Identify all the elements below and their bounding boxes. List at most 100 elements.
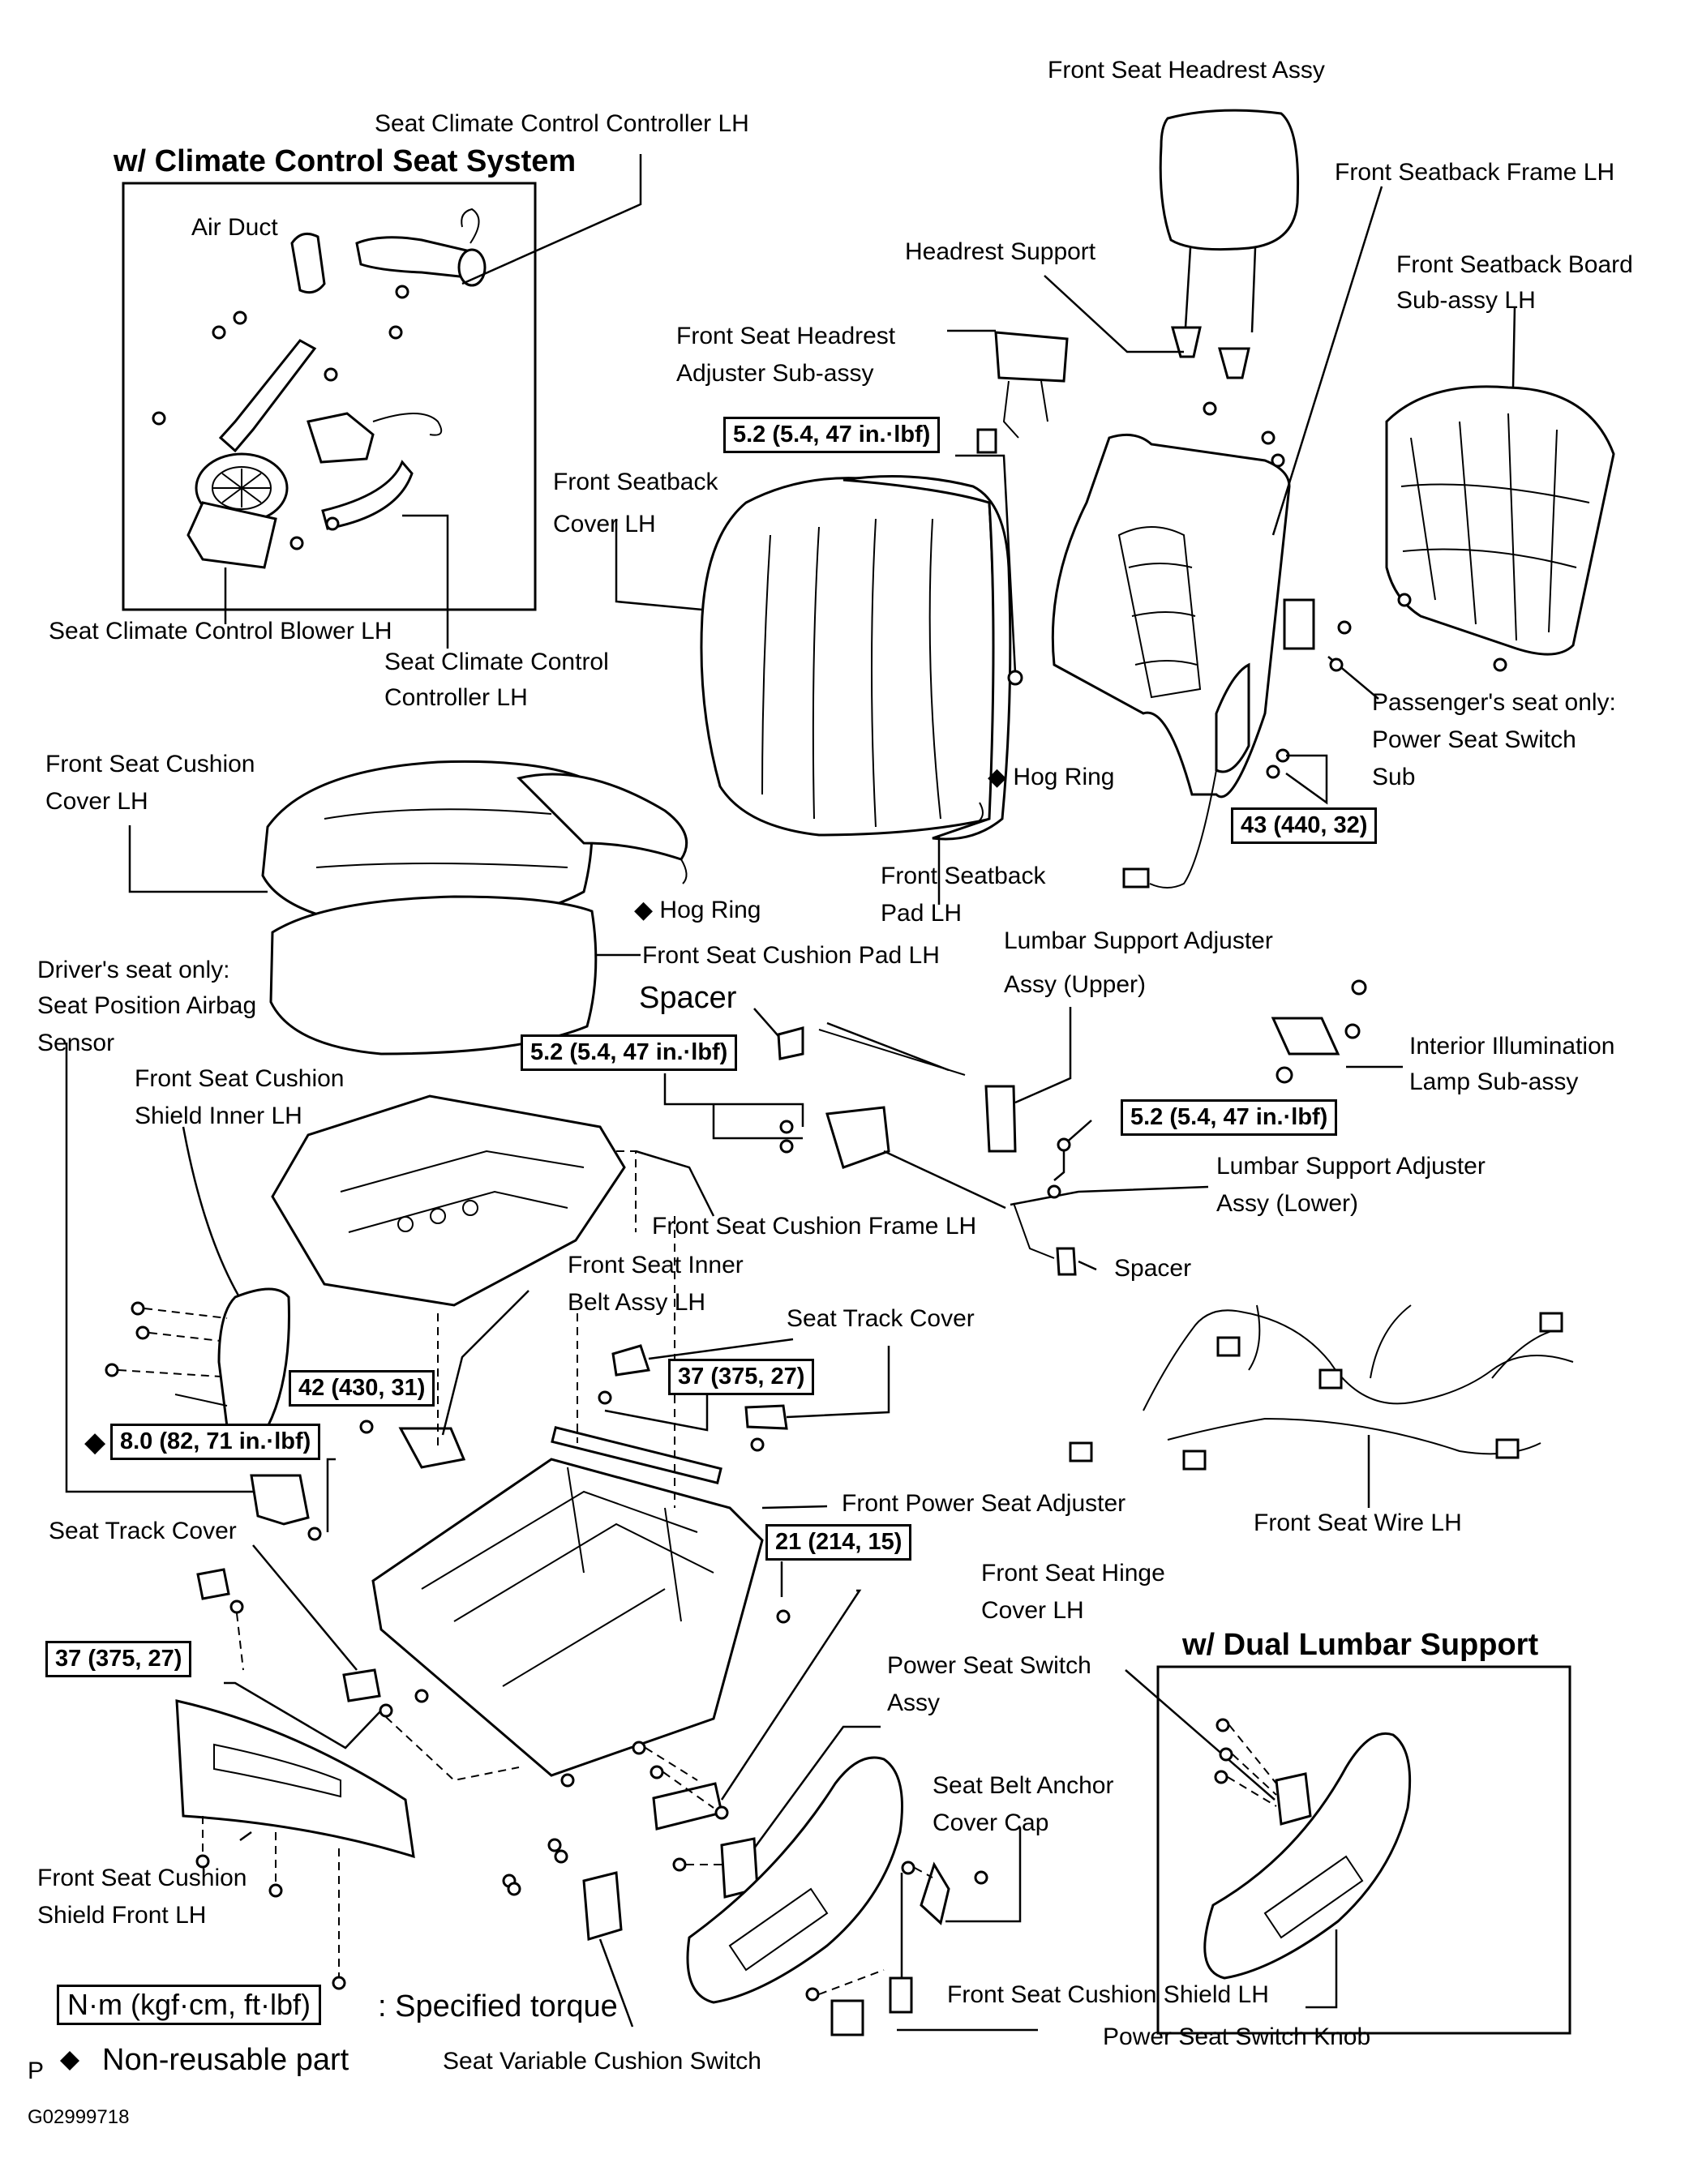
label-passenger-switch-3: Sub: [1372, 764, 1416, 790]
bolt-adjuster-3: [560, 1773, 575, 1788]
torque-box-t4: 5.2 (5.4, 47 in.·lbf): [1121, 1099, 1338, 1136]
label-climate-controller-top: Seat Climate Control Controller LH: [375, 110, 749, 137]
label-spacer-bottom: Spacer: [1114, 1255, 1192, 1282]
torque-box-t7: 8.0 (82, 71 in.·lbf): [110, 1424, 321, 1460]
switch-knob-part-2: [889, 1976, 913, 2014]
label-headrest-adjuster-2: Adjuster Sub-assy: [676, 360, 874, 387]
headrest-part: [1159, 109, 1300, 379]
seatback-wire: [1149, 769, 1217, 889]
seatback-board-part: [1385, 385, 1615, 656]
leader-anchor-cap: [945, 1827, 1022, 1923]
label-seat-wire: Front Seat Wire LH: [1254, 1510, 1462, 1536]
cushion-shield-part: [686, 1756, 903, 2004]
climate-inset-frame: [122, 182, 537, 611]
switch-knob-part-1: [830, 1999, 864, 2036]
torque-box-t8: 21 (214, 15): [765, 1524, 912, 1561]
torque-box-t2: 43 (440, 32): [1231, 807, 1378, 844]
bolt-track-left-1: [229, 1599, 244, 1614]
switch-area-bolts: [502, 1741, 988, 2002]
shield-inner-bolts: [105, 1301, 150, 1377]
label-airbag-sensor-1: Driver's seat only:: [37, 957, 230, 983]
bolt-track-2: [750, 1437, 765, 1452]
label-spacer-top: Spacer: [639, 981, 737, 1015]
label-switch-assy-1: Power Seat Switch: [887, 1652, 1091, 1679]
bolt-shield-front-3: [332, 1976, 346, 1990]
seatback-frame-part: [1051, 433, 1315, 799]
label-shield-inner-2: Shield Inner LH: [135, 1103, 302, 1129]
leader-torque-t2: [1285, 754, 1328, 805]
heading-lumbar: w/ Dual Lumbar Support: [1182, 1628, 1539, 1662]
label-seatback-cover-1: Front Seatback: [553, 469, 718, 495]
cushion-frame-part: [271, 1094, 626, 1307]
cushion-pad-part: [269, 895, 598, 1056]
leader-switch-assy: [752, 1725, 881, 1849]
leader-seatback-board: [1511, 306, 1516, 388]
label-inner-belt-1: Front Seat Inner: [568, 1252, 744, 1278]
shield-front-window: [213, 1743, 341, 1798]
torque-box-t5: 42 (430, 31): [289, 1370, 435, 1407]
bolt-lumbar-3: [1057, 1137, 1071, 1152]
label-hinge-cover-1: Front Seat Hinge: [981, 1560, 1165, 1587]
leader-torque-t4: [1053, 1120, 1092, 1181]
label-airbag-sensor-3: Sensor: [37, 1030, 115, 1056]
label-cushion-cover-1: Front Seat Cushion: [45, 751, 255, 777]
label-interior-lamp-2: Lamp Sub-assy: [1409, 1068, 1579, 1095]
seatback-frame-bolts: [1203, 401, 1352, 779]
bolt-sensor: [307, 1527, 322, 1541]
leader-lumbar-upper: [1014, 1007, 1072, 1104]
label-inner-belt-2: Belt Assy LH: [568, 1289, 706, 1316]
lumbar-shield-part: [1203, 1732, 1412, 1980]
label-climate-controller-2: Controller LH: [384, 684, 528, 711]
label-seatback-cover-2: Cover LH: [553, 511, 656, 537]
leader-headrest-support: [1044, 275, 1184, 353]
label-shield-front-2: Shield Front LH: [37, 1902, 207, 1929]
lumbar-inset-frame: [1156, 1665, 1571, 2035]
shield-inner-part: [174, 1287, 290, 1428]
label-seatback-frame: Front Seatback Frame LH: [1335, 159, 1615, 186]
bolt-board-2: [1493, 657, 1507, 672]
seatback-wire-connector: [1122, 867, 1150, 889]
legend-unit-box: N·m (kgf·cm, ft·lbf): [57, 1985, 321, 2025]
torque-box-t6: 37 (375, 27): [668, 1359, 815, 1395]
legend-nonreusable: Non-reusable part: [102, 2043, 349, 2077]
label-anchor-cap-2: Cover Cap: [933, 1809, 1049, 1836]
label-lumbar-lower-1: Lumbar Support Adjuster: [1216, 1153, 1486, 1180]
lumbar-inset-bolts: [1214, 1718, 1233, 1784]
airbag-sensor-part: [250, 1474, 310, 1526]
label-seatback-pad-2: Pad LH: [881, 900, 963, 927]
leader-shield-inner: [182, 1126, 240, 1296]
interior-lamp-part: [1271, 979, 1367, 1084]
track-cover-left-1: [196, 1568, 230, 1600]
track-cover-right-2: [744, 1404, 788, 1430]
climate-blower-part: [187, 412, 443, 569]
leader-seatback-frame: [1271, 186, 1383, 536]
hog-ring-upper-part: [979, 802, 984, 821]
label-lumbar-upper-1: Lumbar Support Adjuster: [1004, 927, 1273, 954]
leader-torque-t1: [955, 454, 1017, 674]
label-cushion-shield: Front Seat Cushion Shield LH: [947, 1981, 1269, 2008]
track-cover-left-2: [342, 1668, 381, 1702]
dash-shield-front: [202, 1816, 340, 1978]
track-cover-right-1: [611, 1344, 650, 1377]
label-interior-lamp-1: Interior Illumination: [1409, 1033, 1615, 1060]
dash-switch-area: [645, 1747, 933, 1995]
label-switch-knob: Power Seat Switch Knob: [1103, 2023, 1371, 2050]
leader-power-adjuster: [761, 1505, 828, 1510]
label-climate-controller-1: Seat Climate Control: [384, 649, 609, 675]
torque-box-t3: 5.2 (5.4, 47 in.·lbf): [521, 1034, 738, 1071]
label-lumbar-lower-2: Assy (Lower): [1216, 1190, 1359, 1217]
leader-controller-lower: [402, 514, 449, 649]
power-adjuster-part: [371, 1426, 764, 1777]
label-climate-blower: Seat Climate Control Blower LH: [49, 618, 392, 644]
hog-ring-upper-text: Hog Ring: [1013, 764, 1115, 790]
label-seatback-board-1: Front Seatback Board: [1396, 251, 1633, 278]
leader-cushion-cover: [128, 825, 268, 893]
label-seatback-pad-1: Front Seatback: [881, 863, 1046, 889]
leader-torque-t9: [224, 1681, 382, 1749]
dash-shield-inner: [118, 1308, 228, 1377]
leader-hinge-cover: [720, 1589, 862, 1801]
dash-lumbar-inset: [1227, 1724, 1277, 1807]
label-power-adjuster: Front Power Seat Adjuster: [842, 1490, 1126, 1517]
air-duct-part: [218, 208, 487, 453]
